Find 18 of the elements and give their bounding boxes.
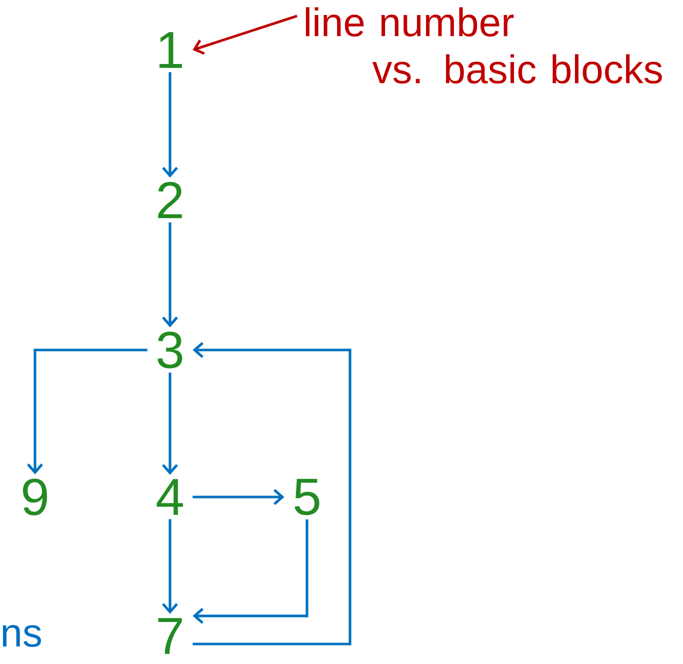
line-number: 1 [160, 32, 182, 68]
arrow [192, 14, 298, 55]
arrow [162, 372, 178, 475]
cut-off-text: ns [2, 625, 41, 647]
line-number: 9 [22, 478, 47, 516]
arrow [27, 348, 148, 474]
arrow [192, 519, 308, 624]
line-number: 5 [294, 478, 320, 516]
line-number: 7 [158, 618, 182, 654]
annotation-text: line number vs. basic blocks [306, 7, 662, 84]
arrow [162, 519, 178, 614]
arrow [192, 342, 352, 646]
arrow [192, 489, 284, 505]
arrow [162, 222, 178, 328]
arrow [162, 72, 178, 178]
line-number: 2 [158, 182, 182, 218]
line-number: 3 [158, 332, 182, 368]
line-number: 4 [156, 479, 183, 515]
